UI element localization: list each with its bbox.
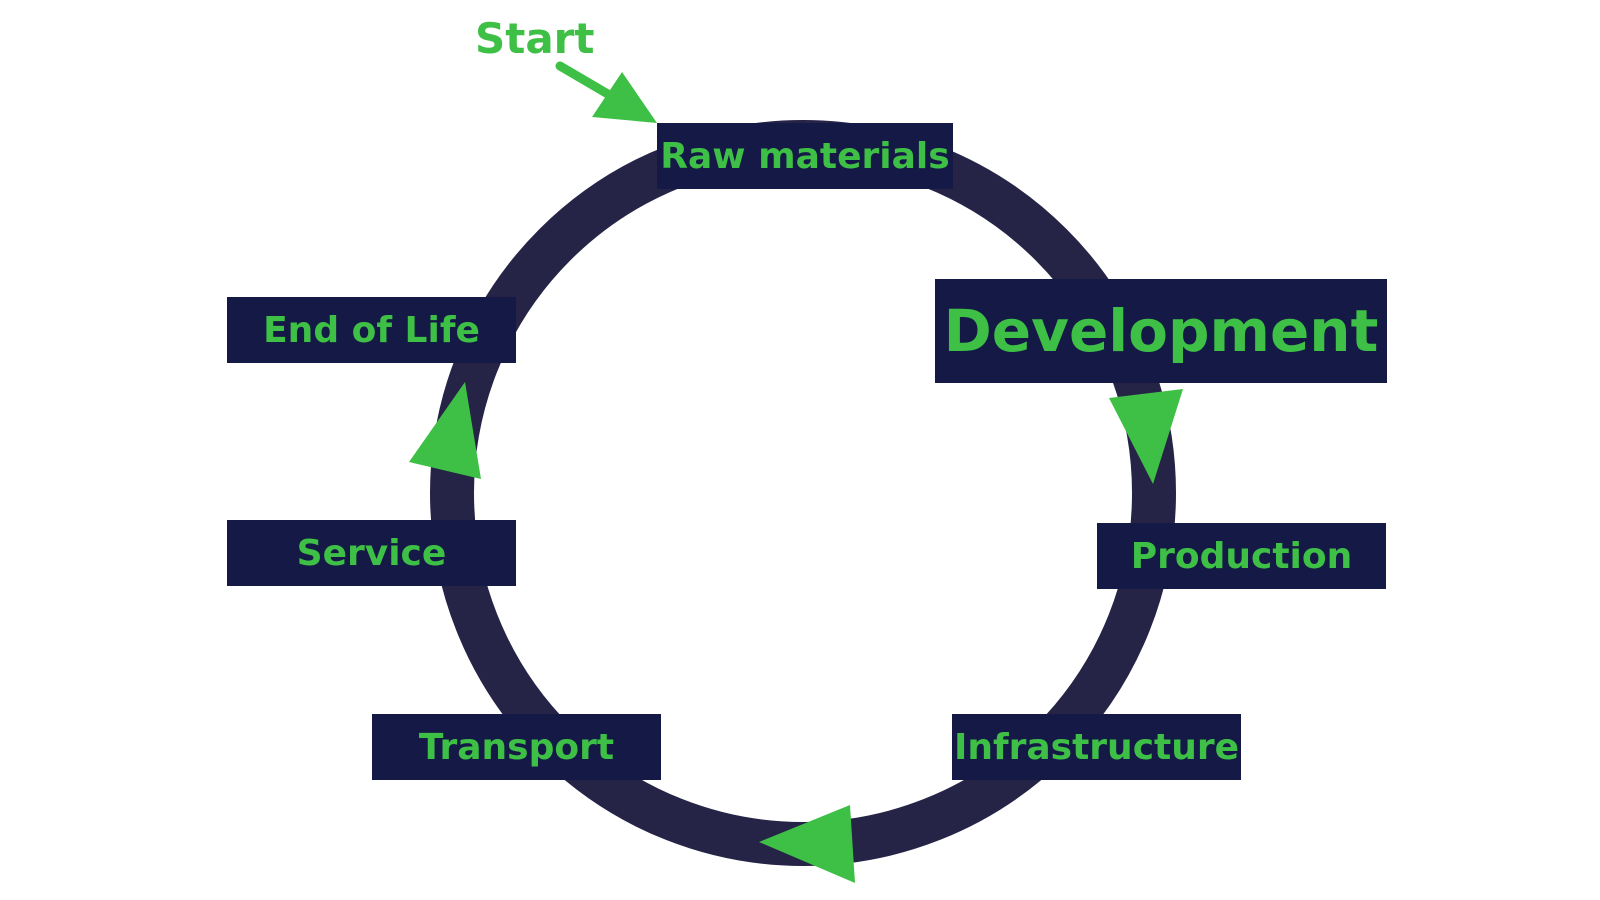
stage-transport: Transport — [372, 714, 661, 780]
stage-infrastructure: Infrastructure — [952, 714, 1241, 780]
flow-arrow-left — [409, 382, 481, 479]
stage-raw-materials: Raw materials — [657, 123, 953, 189]
stage-development: Development — [935, 279, 1387, 383]
flow-arrow-bottom — [759, 805, 855, 883]
flow-arrow-right — [1109, 389, 1183, 484]
stage-service: Service — [227, 520, 516, 586]
stage-end-of-life: End of Life — [227, 297, 516, 363]
start-label: Start — [475, 14, 595, 63]
start-arrow-head — [592, 72, 657, 123]
stage-production: Production — [1097, 523, 1386, 589]
